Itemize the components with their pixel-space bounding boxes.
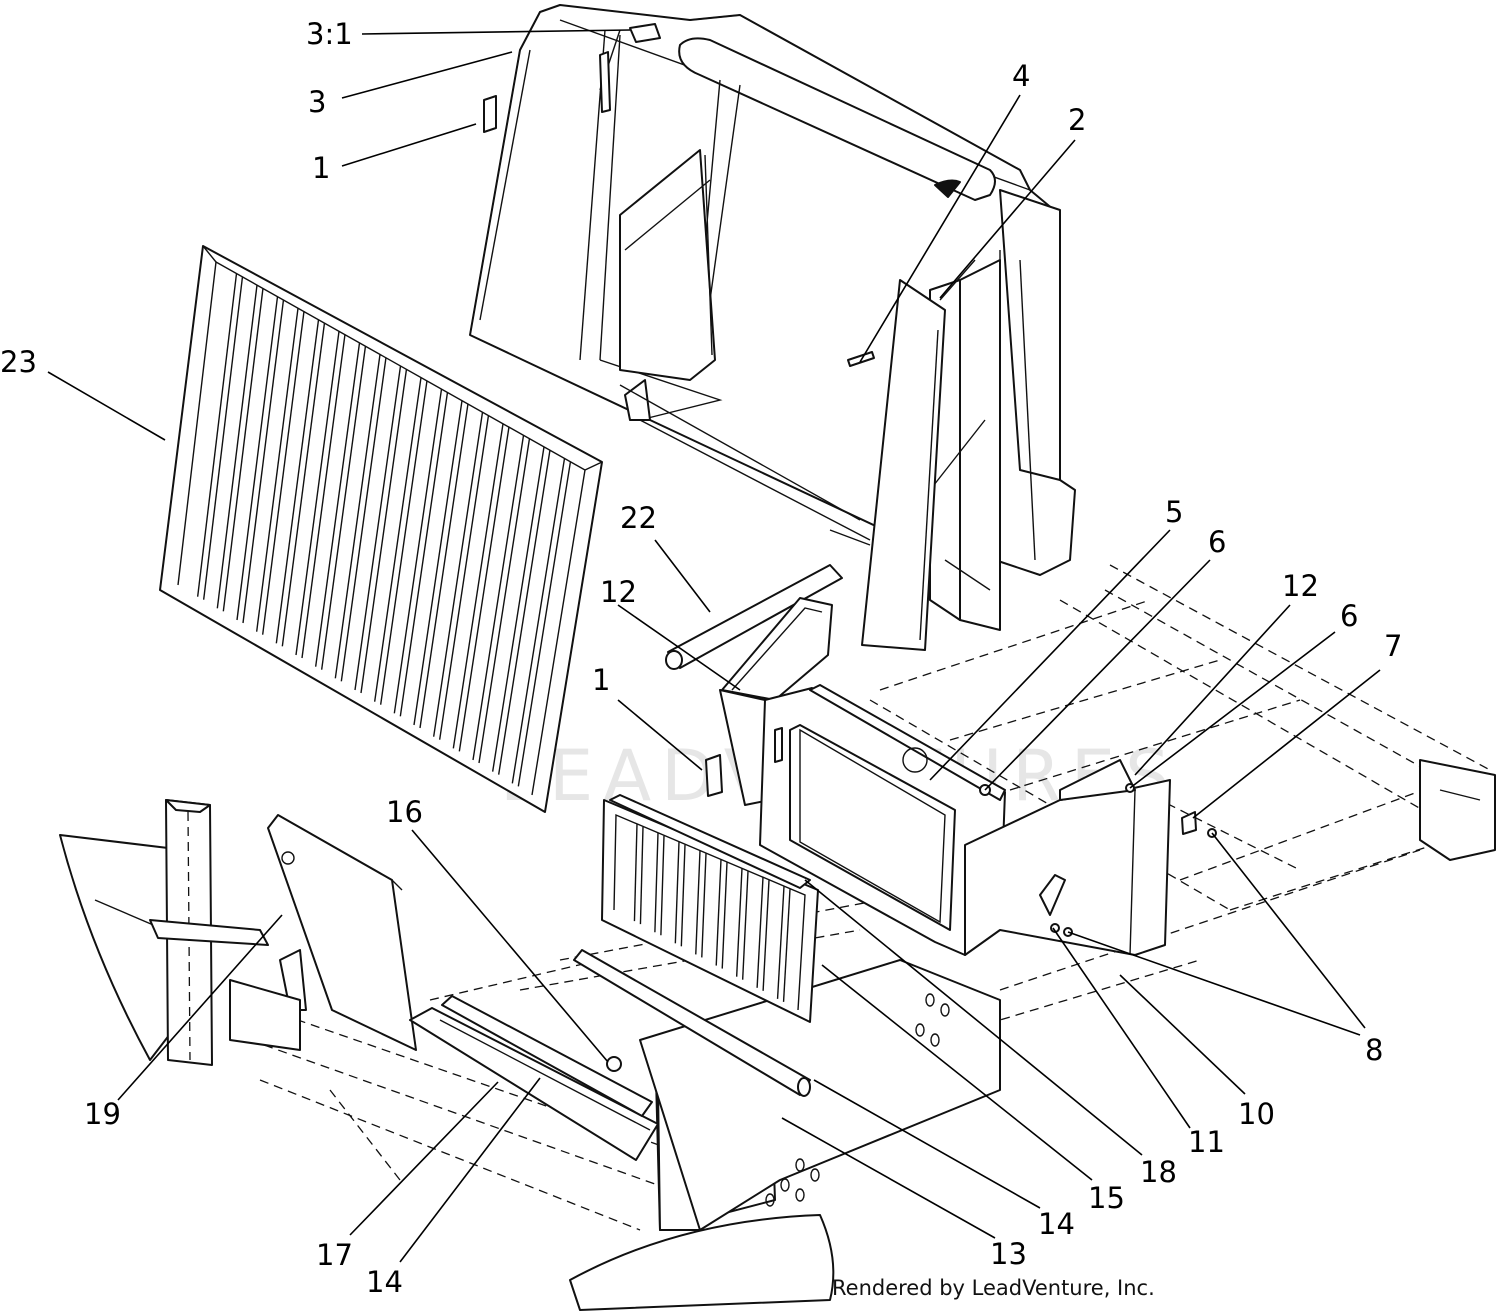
slat — [715, 859, 722, 966]
bottom-fender — [569, 1214, 835, 1311]
callout-18: 18 — [1140, 1155, 1177, 1189]
callout-22: 22 — [620, 501, 657, 535]
slat — [295, 331, 340, 656]
access-cover — [267, 814, 417, 1051]
callout-6-upper: 6 — [1208, 525, 1226, 559]
callout-12-right: 12 — [1282, 569, 1319, 603]
slat — [393, 389, 443, 714]
slat-edge — [762, 880, 770, 991]
slat — [491, 446, 545, 772]
callout-1-upper: 1 — [312, 151, 330, 185]
slat — [334, 354, 381, 679]
lower-bracket — [409, 1007, 659, 1161]
callout-14-right: 14 — [1038, 1207, 1075, 1241]
callout-7: 7 — [1384, 629, 1402, 663]
callout-13: 13 — [990, 1237, 1027, 1271]
slat — [236, 296, 279, 621]
side-rail — [639, 959, 1001, 1231]
callout-17: 17 — [316, 1238, 353, 1272]
slat-edge — [721, 862, 728, 969]
slat — [674, 841, 680, 944]
slat — [511, 458, 566, 784]
slat — [695, 850, 701, 955]
callout-6-lower: 6 — [1340, 599, 1358, 633]
slat — [633, 823, 638, 922]
slat — [373, 377, 422, 702]
slat — [756, 877, 764, 988]
slat — [275, 319, 320, 644]
callout-10: 10 — [1238, 1097, 1275, 1131]
slat-edge — [202, 276, 244, 600]
slat-edge — [701, 853, 707, 958]
callout-12-left: 12 — [600, 575, 637, 609]
slat-edge — [281, 322, 326, 647]
slat-edge — [379, 380, 428, 705]
slat — [432, 412, 484, 737]
slat-edge — [458, 426, 510, 752]
slat — [413, 400, 463, 726]
rear-plate — [1419, 759, 1496, 861]
rail — [573, 949, 811, 1096]
callout-3-1: 3:1 — [306, 17, 353, 51]
callout-15: 15 — [1088, 1181, 1125, 1215]
callout-14-left: 14 — [366, 1265, 403, 1299]
slat-edge — [438, 415, 490, 740]
grille-slats — [196, 273, 572, 787]
callout-2: 2 — [1068, 103, 1086, 137]
slat-edge — [639, 826, 644, 925]
slat — [314, 342, 361, 667]
slat — [452, 423, 504, 749]
slat-edge — [340, 357, 387, 682]
slat-edge — [399, 392, 449, 717]
slat-edge — [660, 835, 665, 936]
pad-lower — [705, 754, 723, 797]
slat — [735, 868, 743, 977]
slat — [216, 285, 258, 609]
leader-lines — [47, 29, 1381, 1263]
slat-edge — [497, 449, 551, 775]
callout-1-lower: 1 — [592, 663, 610, 697]
credit-text: Rendered by LeadVenture, Inc. — [832, 1276, 1155, 1300]
slat-edge — [782, 889, 791, 1002]
seal-frame — [721, 597, 833, 701]
slat — [354, 365, 402, 691]
slat-edge — [680, 844, 686, 947]
slat-edge — [478, 438, 531, 764]
callout-labels: 3:1 3 1 4 2 23 22 5 6 12 12 6 7 1 16 8 1… — [0, 17, 1402, 1299]
callout-11: 11 — [1188, 1125, 1225, 1159]
callout-5: 5 — [1165, 495, 1183, 529]
slat — [196, 273, 238, 597]
left-fender — [59, 834, 201, 1061]
decal — [629, 23, 661, 43]
screw-16 — [606, 1056, 622, 1072]
slat-edge — [360, 368, 408, 694]
slat-edge — [419, 403, 469, 729]
slat — [255, 308, 299, 632]
small-grille-slats — [633, 823, 791, 1002]
callout-19: 19 — [84, 1097, 121, 1131]
callout-4: 4 — [1012, 59, 1030, 93]
strip — [609, 794, 811, 889]
latch — [1039, 874, 1066, 916]
slat-edge — [320, 345, 367, 670]
slat — [776, 886, 785, 999]
callout-3: 3 — [308, 85, 326, 119]
rail-holes — [765, 993, 950, 1207]
latch-plate — [1181, 811, 1197, 835]
slat-edge — [261, 311, 305, 635]
slat-edge — [517, 461, 572, 787]
slat-edge — [222, 288, 264, 612]
slat — [472, 435, 525, 761]
slat — [654, 832, 659, 933]
callout-23: 23 — [0, 345, 37, 379]
pad-upper — [483, 95, 497, 133]
slat-edge — [301, 334, 346, 659]
slat-edge — [741, 871, 749, 980]
slat-edge — [242, 299, 285, 624]
callout-16: 16 — [386, 795, 423, 829]
callout-8: 8 — [1365, 1033, 1383, 1067]
